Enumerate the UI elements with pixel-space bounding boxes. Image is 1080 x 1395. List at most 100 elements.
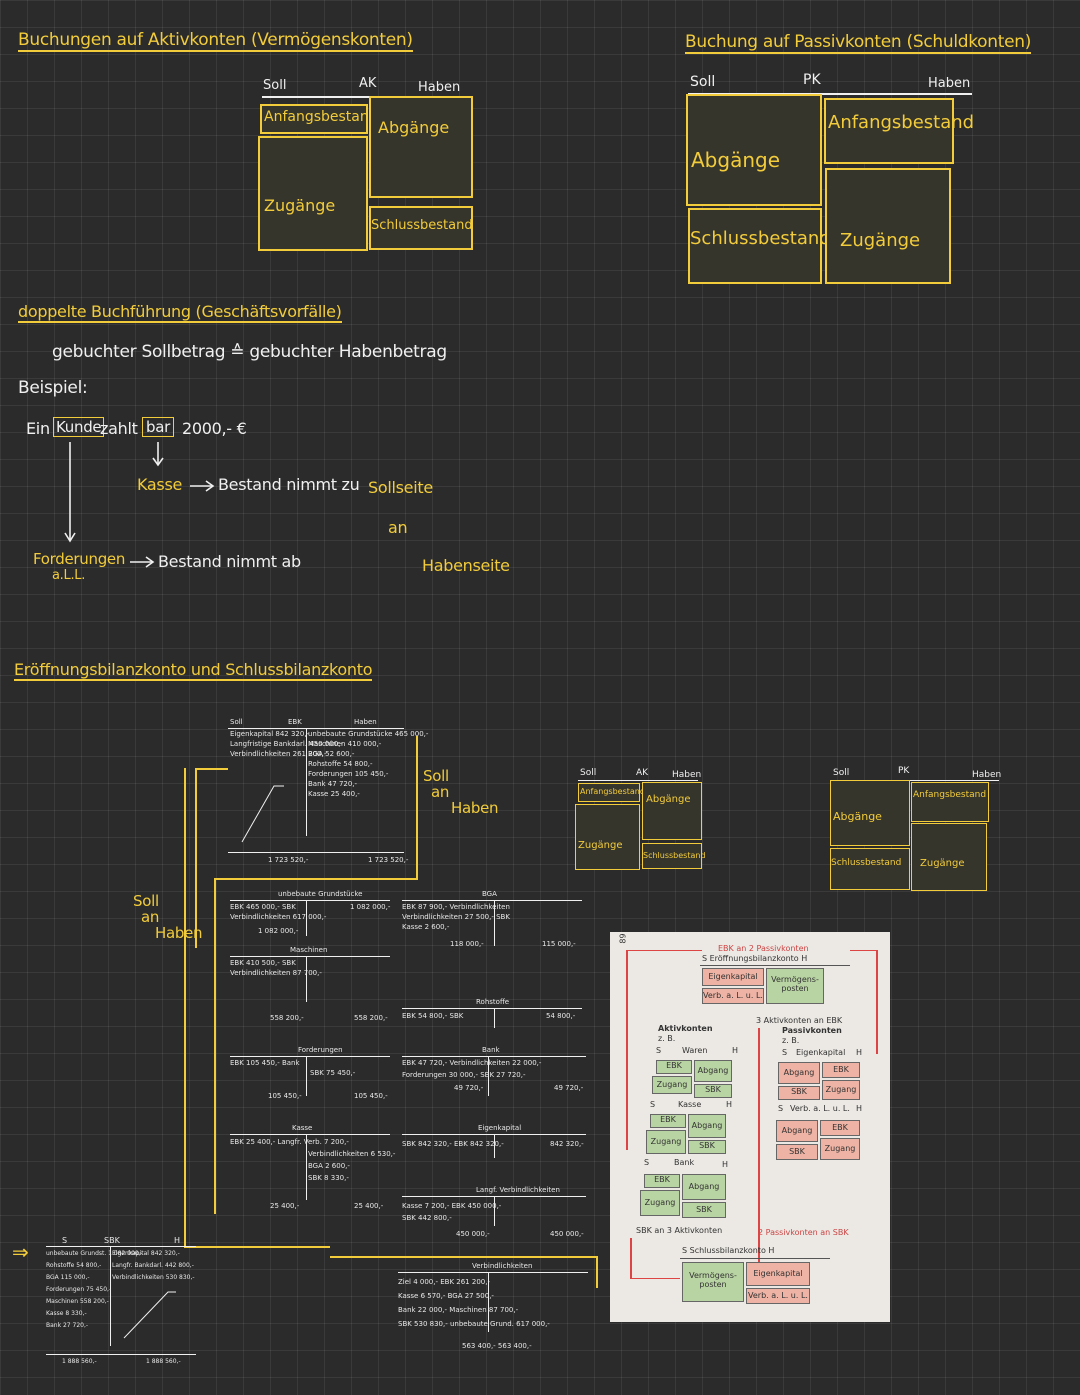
konto-title: Bank bbox=[482, 1046, 500, 1054]
ebk-sum-left: 1 723 520,- bbox=[268, 856, 309, 864]
photo-verb-s: S bbox=[778, 1104, 784, 1113]
small-ak-schluss-box bbox=[642, 843, 702, 869]
small-ak-anfang-box bbox=[578, 783, 640, 802]
konto-title: Rohstoffe bbox=[476, 998, 510, 1006]
photo-kasse-s: S bbox=[650, 1100, 656, 1109]
photo-vermoegen: Vermögens-posten bbox=[766, 968, 824, 1004]
ebk-title: EBK bbox=[288, 718, 302, 726]
photo-kasse-sbk: SBK bbox=[688, 1140, 726, 1154]
photo-ek-s: S bbox=[782, 1048, 788, 1057]
aktiv-title: Buchungen auf Aktivkonten (Vermögenskont… bbox=[18, 30, 413, 52]
sbk-title: SBK bbox=[104, 1236, 120, 1245]
sbk-left-3: Forderungen 75 450,- bbox=[46, 1286, 112, 1293]
aktiv-abgaenge: Abgänge bbox=[378, 118, 450, 137]
photo-kasse-abgang: Abgang bbox=[688, 1114, 726, 1138]
konto-row: SBK 842 320,- EBK 842 320,- bbox=[402, 1140, 504, 1148]
aktiv-schluss: Schlussbestand bbox=[371, 218, 473, 233]
photo-ek-abgang: Abgang bbox=[778, 1062, 820, 1084]
small-ak-anfang: Anfangsbestand bbox=[580, 787, 645, 796]
sbk-s: S bbox=[62, 1236, 68, 1245]
doppelt-rule: gebuchter Sollbetrag ≙ gebuchter Habenbe… bbox=[52, 342, 447, 362]
konto-title: Langf. Verbindlichkeiten bbox=[476, 1186, 560, 1194]
sbk-right-0: Eigenkapital 842 320,- bbox=[112, 1250, 180, 1257]
photo-ebk-title: EBK an 2 Passivkonten bbox=[718, 944, 809, 953]
ebk-right-1: Maschinen 410 000,- bbox=[308, 740, 382, 748]
small-pk-anfang-box bbox=[911, 782, 989, 822]
konto-right: 49 720,- bbox=[554, 1084, 584, 1092]
photo-zb-a: z. B. bbox=[658, 1034, 676, 1043]
konto-title: Eigenkapital bbox=[478, 1124, 522, 1132]
sbk-sum-right: 1 888 560,- bbox=[146, 1358, 181, 1365]
ebk-haben: Haben bbox=[354, 718, 377, 726]
sbk-left-6: Bank 27 720,- bbox=[46, 1322, 89, 1329]
konto-row: Verbindlichkeiten 6 530,- bbox=[308, 1150, 396, 1158]
konto-row: SBK 75 450,- bbox=[310, 1069, 356, 1077]
aktiv-zugaenge-box bbox=[258, 136, 368, 251]
konto-title: Verbindlichkeiten bbox=[472, 1262, 533, 1270]
photo-ek-h: H bbox=[856, 1048, 863, 1057]
passiv-zugaenge: Zugänge bbox=[840, 230, 921, 251]
sbk-left-1: Rohstoffe 54 800,- bbox=[46, 1262, 102, 1269]
example-all: a.L.L. bbox=[52, 568, 86, 583]
konto-row: SBK 442 800,- bbox=[402, 1214, 452, 1222]
konto-row: EBK 54 800,- SBK bbox=[402, 1012, 464, 1020]
photo-waren-s: S bbox=[656, 1046, 662, 1055]
photo-bank-h: H bbox=[722, 1160, 729, 1169]
konto-right: 558 200,- bbox=[354, 1014, 388, 1022]
konto-row: Verbindlichkeiten 617 000,- bbox=[230, 913, 327, 921]
small-ak-zugaenge: Zugänge bbox=[578, 840, 623, 851]
konto-sum: 563 400,- 563 400,- bbox=[462, 1342, 532, 1350]
ebk-sum-right: 1 723 520,- bbox=[368, 856, 409, 864]
konto-row: Forderungen 30 000,- SBK 27 720,- bbox=[402, 1071, 526, 1079]
photo-passiv-an-sbk: 2 Passivkonten an SBK bbox=[758, 1228, 849, 1237]
passiv-zugaenge-box bbox=[825, 168, 951, 284]
passiv-haben: Haben bbox=[928, 76, 971, 91]
photo-ek-zugang: Zugang bbox=[822, 1080, 860, 1100]
photo-aktivkonten: Aktivkonten bbox=[658, 1024, 713, 1033]
photo-verb-zugang: Zugang bbox=[820, 1138, 860, 1160]
photo-kasse-h: H bbox=[726, 1100, 733, 1109]
sbk-arrow-icon: ⇒ bbox=[12, 1240, 29, 1264]
konto-title: Maschinen bbox=[290, 946, 328, 954]
sbk-left-2: BGA 115 000,- bbox=[46, 1274, 90, 1281]
konto-title: BGA bbox=[482, 890, 497, 898]
konto-right: 842 320,- bbox=[550, 1140, 584, 1148]
photo-zb-p: z. B. bbox=[782, 1036, 800, 1045]
aktiv-abgaenge-box bbox=[369, 96, 473, 198]
konto-sum: 25 400,- bbox=[270, 1202, 300, 1210]
beispiel-label: Beispiel: bbox=[18, 378, 88, 398]
photo-verb-h: H bbox=[856, 1104, 863, 1113]
photo-verb-ebk: EBK bbox=[820, 1120, 860, 1136]
konto-sum: 118 000,- bbox=[450, 940, 484, 948]
passiv-anfang-box bbox=[824, 98, 954, 164]
aktiv-soll: Soll bbox=[263, 78, 287, 93]
photo-waren-zugang: Zugang bbox=[652, 1076, 692, 1094]
konto-sum: 105 450,- bbox=[268, 1092, 302, 1100]
ebk-left-0: Eigenkapital 842 320,- bbox=[230, 730, 310, 738]
photo-eigenkapital: Eigenkapital bbox=[702, 968, 764, 986]
small-pk-pk: PK bbox=[898, 766, 910, 776]
konto-sum: 49 720,- bbox=[454, 1084, 484, 1092]
textbook-photo: 89 EBK an 2 Passivkonten S Eröffnungsbil… bbox=[610, 932, 890, 1322]
ebk-right-5: Bank 47 720,- bbox=[308, 780, 358, 788]
konto-row: Kasse 2 600,- bbox=[402, 923, 450, 931]
konto-row: EBK 25 400,- Langfr. Verb. 7 200,- bbox=[230, 1138, 349, 1146]
sbk-right-2: Verbindlichkeiten 530 830,- bbox=[112, 1274, 195, 1281]
aktiv-anfang: Anfangsbestand bbox=[264, 109, 378, 125]
ebk-right-2: BGA 52 600,- bbox=[308, 750, 355, 758]
example-sollseite: Sollseite bbox=[368, 478, 433, 497]
passiv-abgaenge: Abgänge bbox=[691, 148, 781, 172]
small-pk-anfang: Anfangsbestand bbox=[913, 790, 987, 800]
konto-sum: 1 082 000,- bbox=[258, 927, 299, 935]
konto-row: Ziel 4 000,- EBK 261 200,- bbox=[398, 1278, 490, 1286]
sbk-left-5: Kasse 8 330,- bbox=[46, 1310, 87, 1317]
sbk-right-1: Langfr. Bankdarl. 442 800,- bbox=[112, 1262, 194, 1269]
photo-ek-konto: Eigenkapital bbox=[796, 1048, 846, 1057]
small-ak-zugaenge-box bbox=[575, 804, 640, 870]
ebk-soll-an-haben: Soll an Haben bbox=[423, 767, 499, 817]
photo-aktiv-an-ebk: 3 Aktivkonten an EBK bbox=[756, 1016, 843, 1025]
konto-row: EBK 87 900,- Verbindlichkeiten bbox=[402, 903, 510, 911]
small-pk-abgaenge-box bbox=[830, 780, 910, 846]
photo-verb-konto: Verb. a. L. u. L. bbox=[790, 1104, 850, 1113]
konto-right: 1 082 000,- bbox=[350, 903, 391, 911]
